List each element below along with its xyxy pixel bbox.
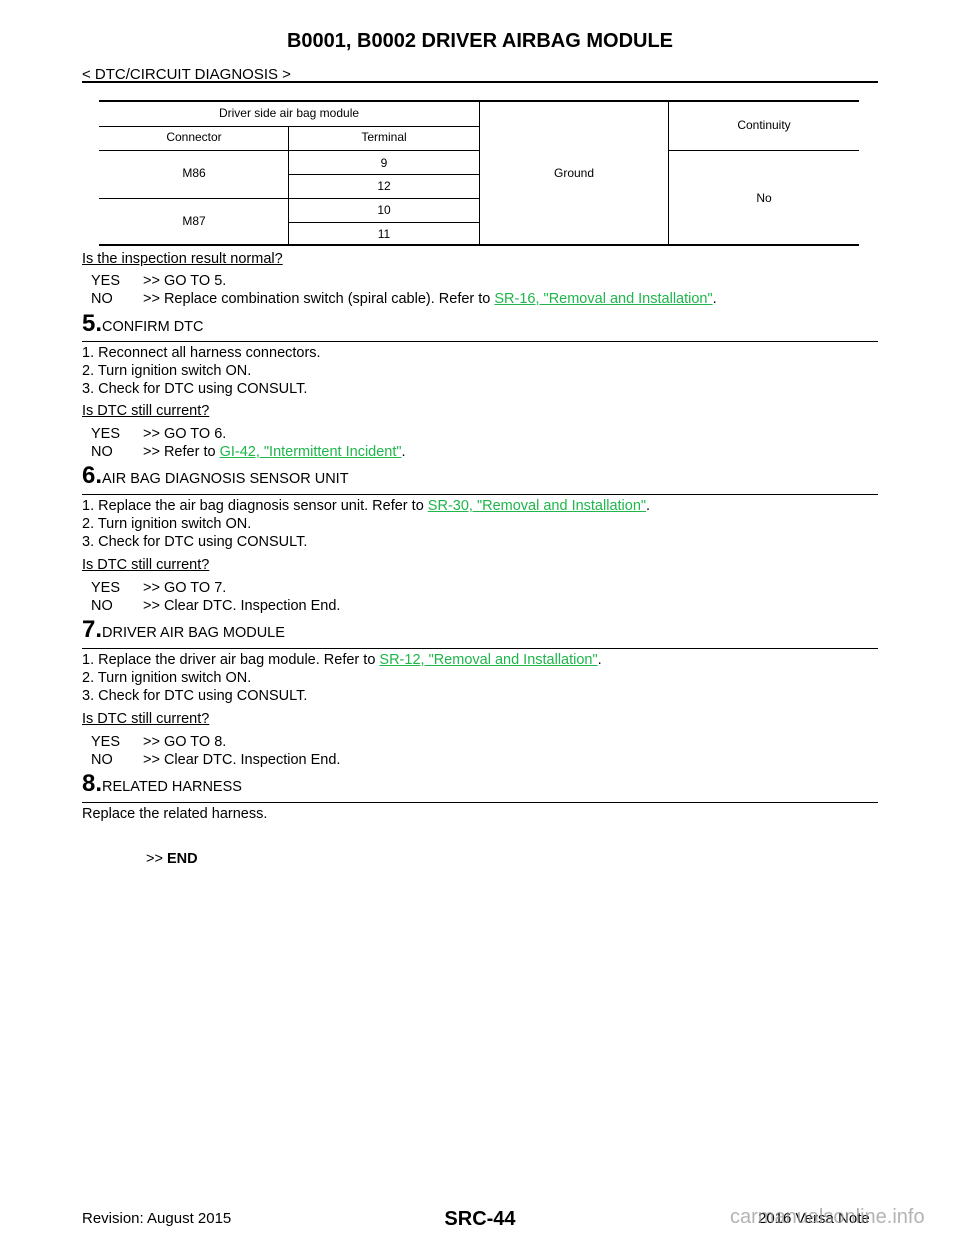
table-col-divider (668, 100, 669, 246)
step-title: AIR BAG DIAGNOSIS SENSOR UNIT (102, 471, 349, 487)
table-row-divider (99, 150, 479, 151)
table-row-divider (289, 174, 479, 175)
sr16-link[interactable]: SR-16, "Removal and Installation" (494, 291, 713, 307)
answer-no: NO >> Clear DTC. Inspection End. (91, 598, 340, 614)
list-item: 1. Reconnect all harness connectors. (82, 345, 321, 361)
sr30-link[interactable]: SR-30, "Removal and Installation" (427, 498, 647, 514)
inspection-question: Is DTC still current? (82, 557, 210, 573)
table-header-ground: Ground (553, 166, 595, 180)
list-item: 3. Check for DTC using CONSULT. (82, 534, 308, 550)
list-item: 3. Check for DTC using CONSULT. (82, 688, 308, 704)
answer-yes-label: YES (91, 580, 121, 596)
answer-no-text: >> Replace combination switch (spiral ca… (143, 291, 495, 307)
page-title: B0001, B0002 DRIVER AIRBAG MODULE (286, 30, 674, 52)
table-row-divider (669, 150, 859, 151)
answer-no-label: NO (91, 291, 113, 307)
inspection-question: Is the inspection result normal? (82, 251, 283, 267)
answer-yes-label: YES (91, 273, 121, 289)
table-cell-terminal: 10 (377, 203, 391, 217)
page-number: SRC-44 (444, 1208, 516, 1230)
answer-yes: YES >> GO TO 7. (91, 580, 226, 596)
answer-yes-label: YES (91, 426, 121, 442)
header-divider (82, 81, 878, 83)
answer-no: NO >> Replace combination switch (spiral … (91, 291, 717, 307)
step-6-heading: 6.AIR BAG DIAGNOSIS SENSOR UNIT (82, 462, 349, 490)
list-item: 2. Turn ignition switch ON. (82, 363, 252, 379)
revision-date: Revision: August 2015 (82, 1210, 232, 1227)
answer-yes: YES >> GO TO 5. (91, 273, 226, 289)
watermark: carmanualsonline.info (730, 1206, 925, 1228)
continuity-table: Driver side air bag module Connector Ter… (99, 100, 859, 246)
table-cell-terminal: 11 (377, 227, 391, 241)
gi42-link[interactable]: GI-42, "Intermittent Incident" (219, 444, 402, 460)
table-col-divider (288, 126, 289, 246)
answer-yes-text: >> GO TO 7. (143, 580, 227, 596)
end-text: END (166, 851, 198, 867)
step-title: CONFIRM DTC (102, 319, 204, 335)
table-cell-result: No (756, 191, 772, 205)
list-item: 2. Turn ignition switch ON. (82, 670, 252, 686)
step-title: DRIVER AIR BAG MODULE (102, 625, 285, 641)
breadcrumb: < DTC/CIRCUIT DIAGNOSIS > (82, 66, 291, 83)
step-divider (82, 648, 878, 649)
answer-no-text: >> Clear DTC. Inspection End. (143, 598, 341, 614)
table-row-divider (99, 126, 479, 127)
answer-no-label: NO (91, 444, 113, 460)
step-number: 7. (82, 616, 103, 643)
answer-no: NO >> Refer to GI-42, "Intermittent Incid… (91, 444, 406, 460)
answer-no-text: >> Refer to (143, 444, 220, 460)
model-name: 2016 Versa Note (758, 1210, 870, 1227)
table-header-connector: Connector (166, 130, 222, 144)
list-item: 2. Turn ignition switch ON. (82, 516, 252, 532)
step-8-heading: 8.RELATED HARNESS (82, 770, 242, 798)
table-cell-terminal: 12 (377, 179, 391, 193)
answer-yes-text: >> GO TO 6. (143, 426, 227, 442)
table-row-divider (99, 198, 479, 199)
step-divider (82, 494, 878, 495)
paragraph: Replace the related harness. (82, 806, 268, 822)
table-header-continuity: Continuity (737, 118, 791, 132)
sr12-link[interactable]: SR-12, "Removal and Installation" (379, 652, 598, 668)
table-group-header: Driver side air bag module (218, 106, 360, 120)
inspection-question: Is DTC still current? (82, 403, 210, 419)
answer-yes: YES >> GO TO 6. (91, 426, 226, 442)
answer-no-label: NO (91, 752, 113, 768)
table-cell-connector: M86 (182, 166, 206, 180)
step-divider (82, 341, 878, 342)
step-number: 8. (82, 770, 103, 797)
answer-yes-text: >> GO TO 5. (143, 273, 227, 289)
step-5-heading: 5.CONFIRM DTC (82, 310, 204, 338)
answer-yes-label: YES (91, 734, 121, 750)
step-7-heading: 7.DRIVER AIR BAG MODULE (82, 616, 285, 644)
list-item: 1. Replace the driver air bag module. Re… (82, 652, 602, 668)
answer-no-label: NO (91, 598, 113, 614)
answer-yes-text: >> GO TO 8. (143, 734, 227, 750)
list-item: 1. Replace the air bag diagnosis sensor … (82, 498, 651, 514)
list-item: 3. Check for DTC using CONSULT. (82, 381, 308, 397)
answer-no: NO >> Clear DTC. Inspection End. (91, 752, 340, 768)
end-marker: >> END (146, 851, 198, 867)
answer-yes: YES >> GO TO 8. (91, 734, 226, 750)
answer-no-text: >> Clear DTC. Inspection End. (143, 752, 341, 768)
step-title: RELATED HARNESS (102, 779, 242, 795)
table-row-divider (289, 222, 479, 223)
step-number: 5. (82, 310, 103, 337)
inspection-question: Is DTC still current? (82, 711, 210, 727)
table-cell-terminal: 9 (380, 156, 388, 170)
table-col-divider (479, 100, 480, 246)
table-cell-connector: M87 (182, 214, 206, 228)
step-number: 6. (82, 462, 103, 489)
table-header-terminal: Terminal (361, 130, 407, 144)
step-divider (82, 802, 878, 803)
